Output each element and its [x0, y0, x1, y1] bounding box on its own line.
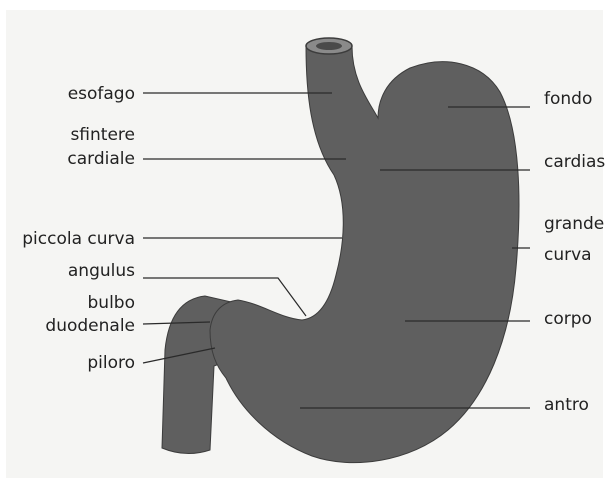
label-fondo: fondo [544, 89, 592, 109]
label-cardiale: cardiale [67, 149, 135, 169]
label-bulbo: bulbo [88, 293, 135, 313]
label-esofago: esofago [68, 84, 135, 104]
label-antro: antro [544, 395, 589, 415]
label-duodenale: duodenale [45, 316, 135, 336]
label-piccola-curva: piccola curva [22, 229, 135, 249]
esophagus-lumen [316, 42, 342, 50]
label-corpo: corpo [544, 309, 592, 329]
label-curva: curva [544, 245, 592, 265]
label-angulus: angulus [68, 261, 135, 281]
label-piloro: piloro [87, 353, 135, 373]
label-sfintere: sfintere [70, 125, 135, 145]
label-grande: grande [544, 214, 604, 234]
label-cardias: cardias [544, 152, 605, 172]
